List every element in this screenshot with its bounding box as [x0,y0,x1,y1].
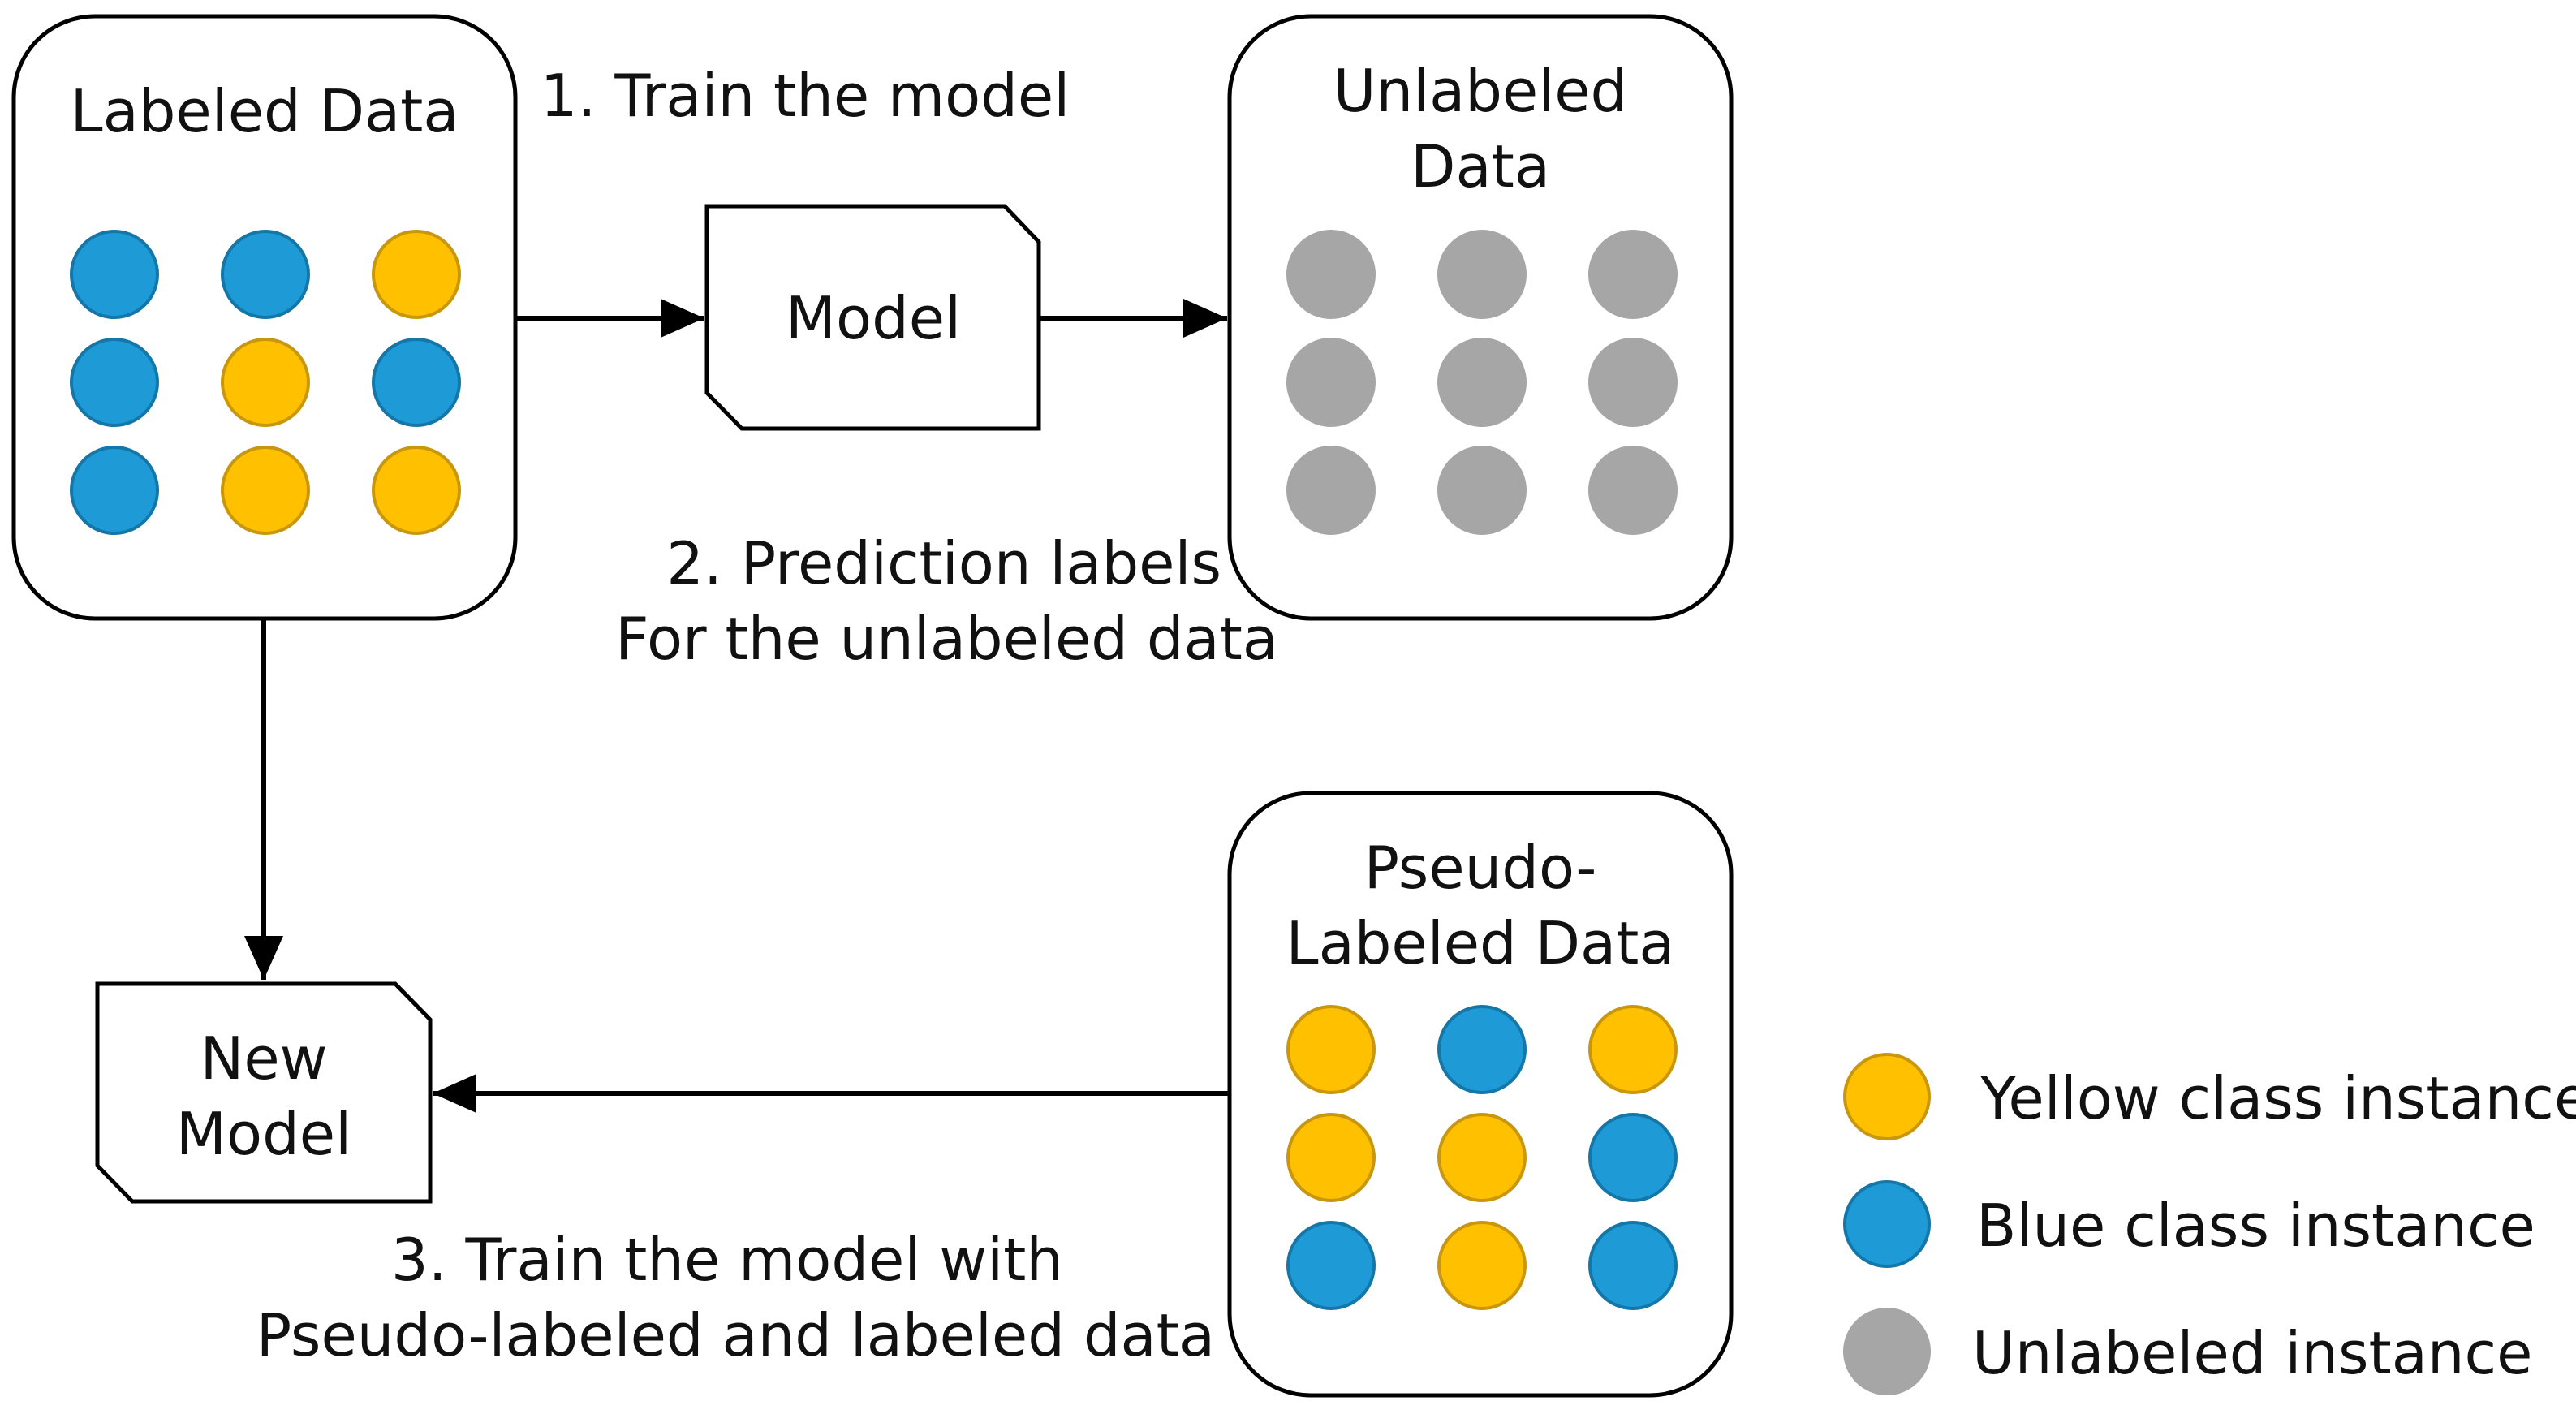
unlabeled-instance [1437,338,1527,427]
legend-item-unlabeled: Unlabeled instance [1843,1308,2532,1395]
legend-yellow-dot [1843,1053,1931,1140]
yellow-class-instance [221,446,310,535]
unlabeled-instance [1588,338,1678,427]
step3-label-line2: Pseudo-labeled and labeled data [256,1301,1215,1369]
pseudo-labeled-data-grid [1286,1005,1678,1310]
legend-yellow-label: Yellow class instance [1979,1064,2576,1132]
unlabeled-instance [1286,338,1376,427]
yellow-class-instance [221,338,310,427]
step2-label-line1: 2. Prediction labels [666,529,1221,597]
yellow-class-instance [372,230,461,319]
pseudo-labeled-title-line1: Pseudo- [1364,834,1597,902]
legend-unlabeled-label: Unlabeled instance [1972,1319,2532,1387]
new-model-box: New Model [95,981,433,1204]
unlabeled-data-box: Unlabeled Data [1227,14,1734,621]
blue-class-instance [70,338,159,427]
yellow-class-instance [1437,1113,1527,1202]
legend-blue-dot [1843,1180,1931,1268]
unlabeled-data-title-line2: Data [1411,132,1550,200]
unlabeled-instance [1588,230,1678,319]
step1-label: 1. Train the model [541,62,1070,130]
step2-label-line2: For the unlabeled data [615,605,1278,673]
unlabeled-instance [1588,446,1678,535]
model-label: Model [786,284,961,352]
labeled-data-grid [70,230,461,535]
legend-item-yellow: Yellow class instance [1843,1053,2576,1140]
yellow-class-instance [1588,1005,1678,1094]
unlabeled-data-grid [1286,230,1678,535]
legend-gray-dot [1843,1308,1931,1395]
blue-class-instance [70,230,159,319]
pseudo-labeled-data-box: Pseudo- Labeled Data [1227,791,1734,1398]
step3-label-line1: 3. Train the model with [391,1226,1063,1294]
unlabeled-data-title-line1: Unlabeled [1333,57,1627,125]
blue-class-instance [1588,1113,1678,1202]
labeled-data-title: Labeled Data [70,77,459,145]
unlabeled-instance [1437,230,1527,319]
blue-class-instance [1286,1221,1376,1310]
legend-blue-label: Blue class instance [1976,1192,2535,1260]
new-model-label-line2: Model [176,1100,351,1168]
blue-class-instance [70,446,159,535]
pseudo-labeled-title-line2: Labeled Data [1286,909,1674,977]
legend: Yellow class instance Blue class instanc… [1843,1053,2576,1395]
unlabeled-instance [1286,230,1376,319]
unlabeled-instance [1286,446,1376,535]
yellow-class-instance [1286,1113,1376,1202]
labeled-data-box: Labeled Data [11,14,518,621]
yellow-class-instance [1437,1221,1527,1310]
yellow-class-instance [372,446,461,535]
model-box: Model [704,204,1041,431]
blue-class-instance [372,338,461,427]
unlabeled-instance [1437,446,1527,535]
blue-class-instance [1588,1221,1678,1310]
blue-class-instance [221,230,310,319]
blue-class-instance [1437,1005,1527,1094]
legend-item-blue: Blue class instance [1843,1180,2535,1268]
new-model-label-line1: New [200,1024,327,1093]
yellow-class-instance [1286,1005,1376,1094]
